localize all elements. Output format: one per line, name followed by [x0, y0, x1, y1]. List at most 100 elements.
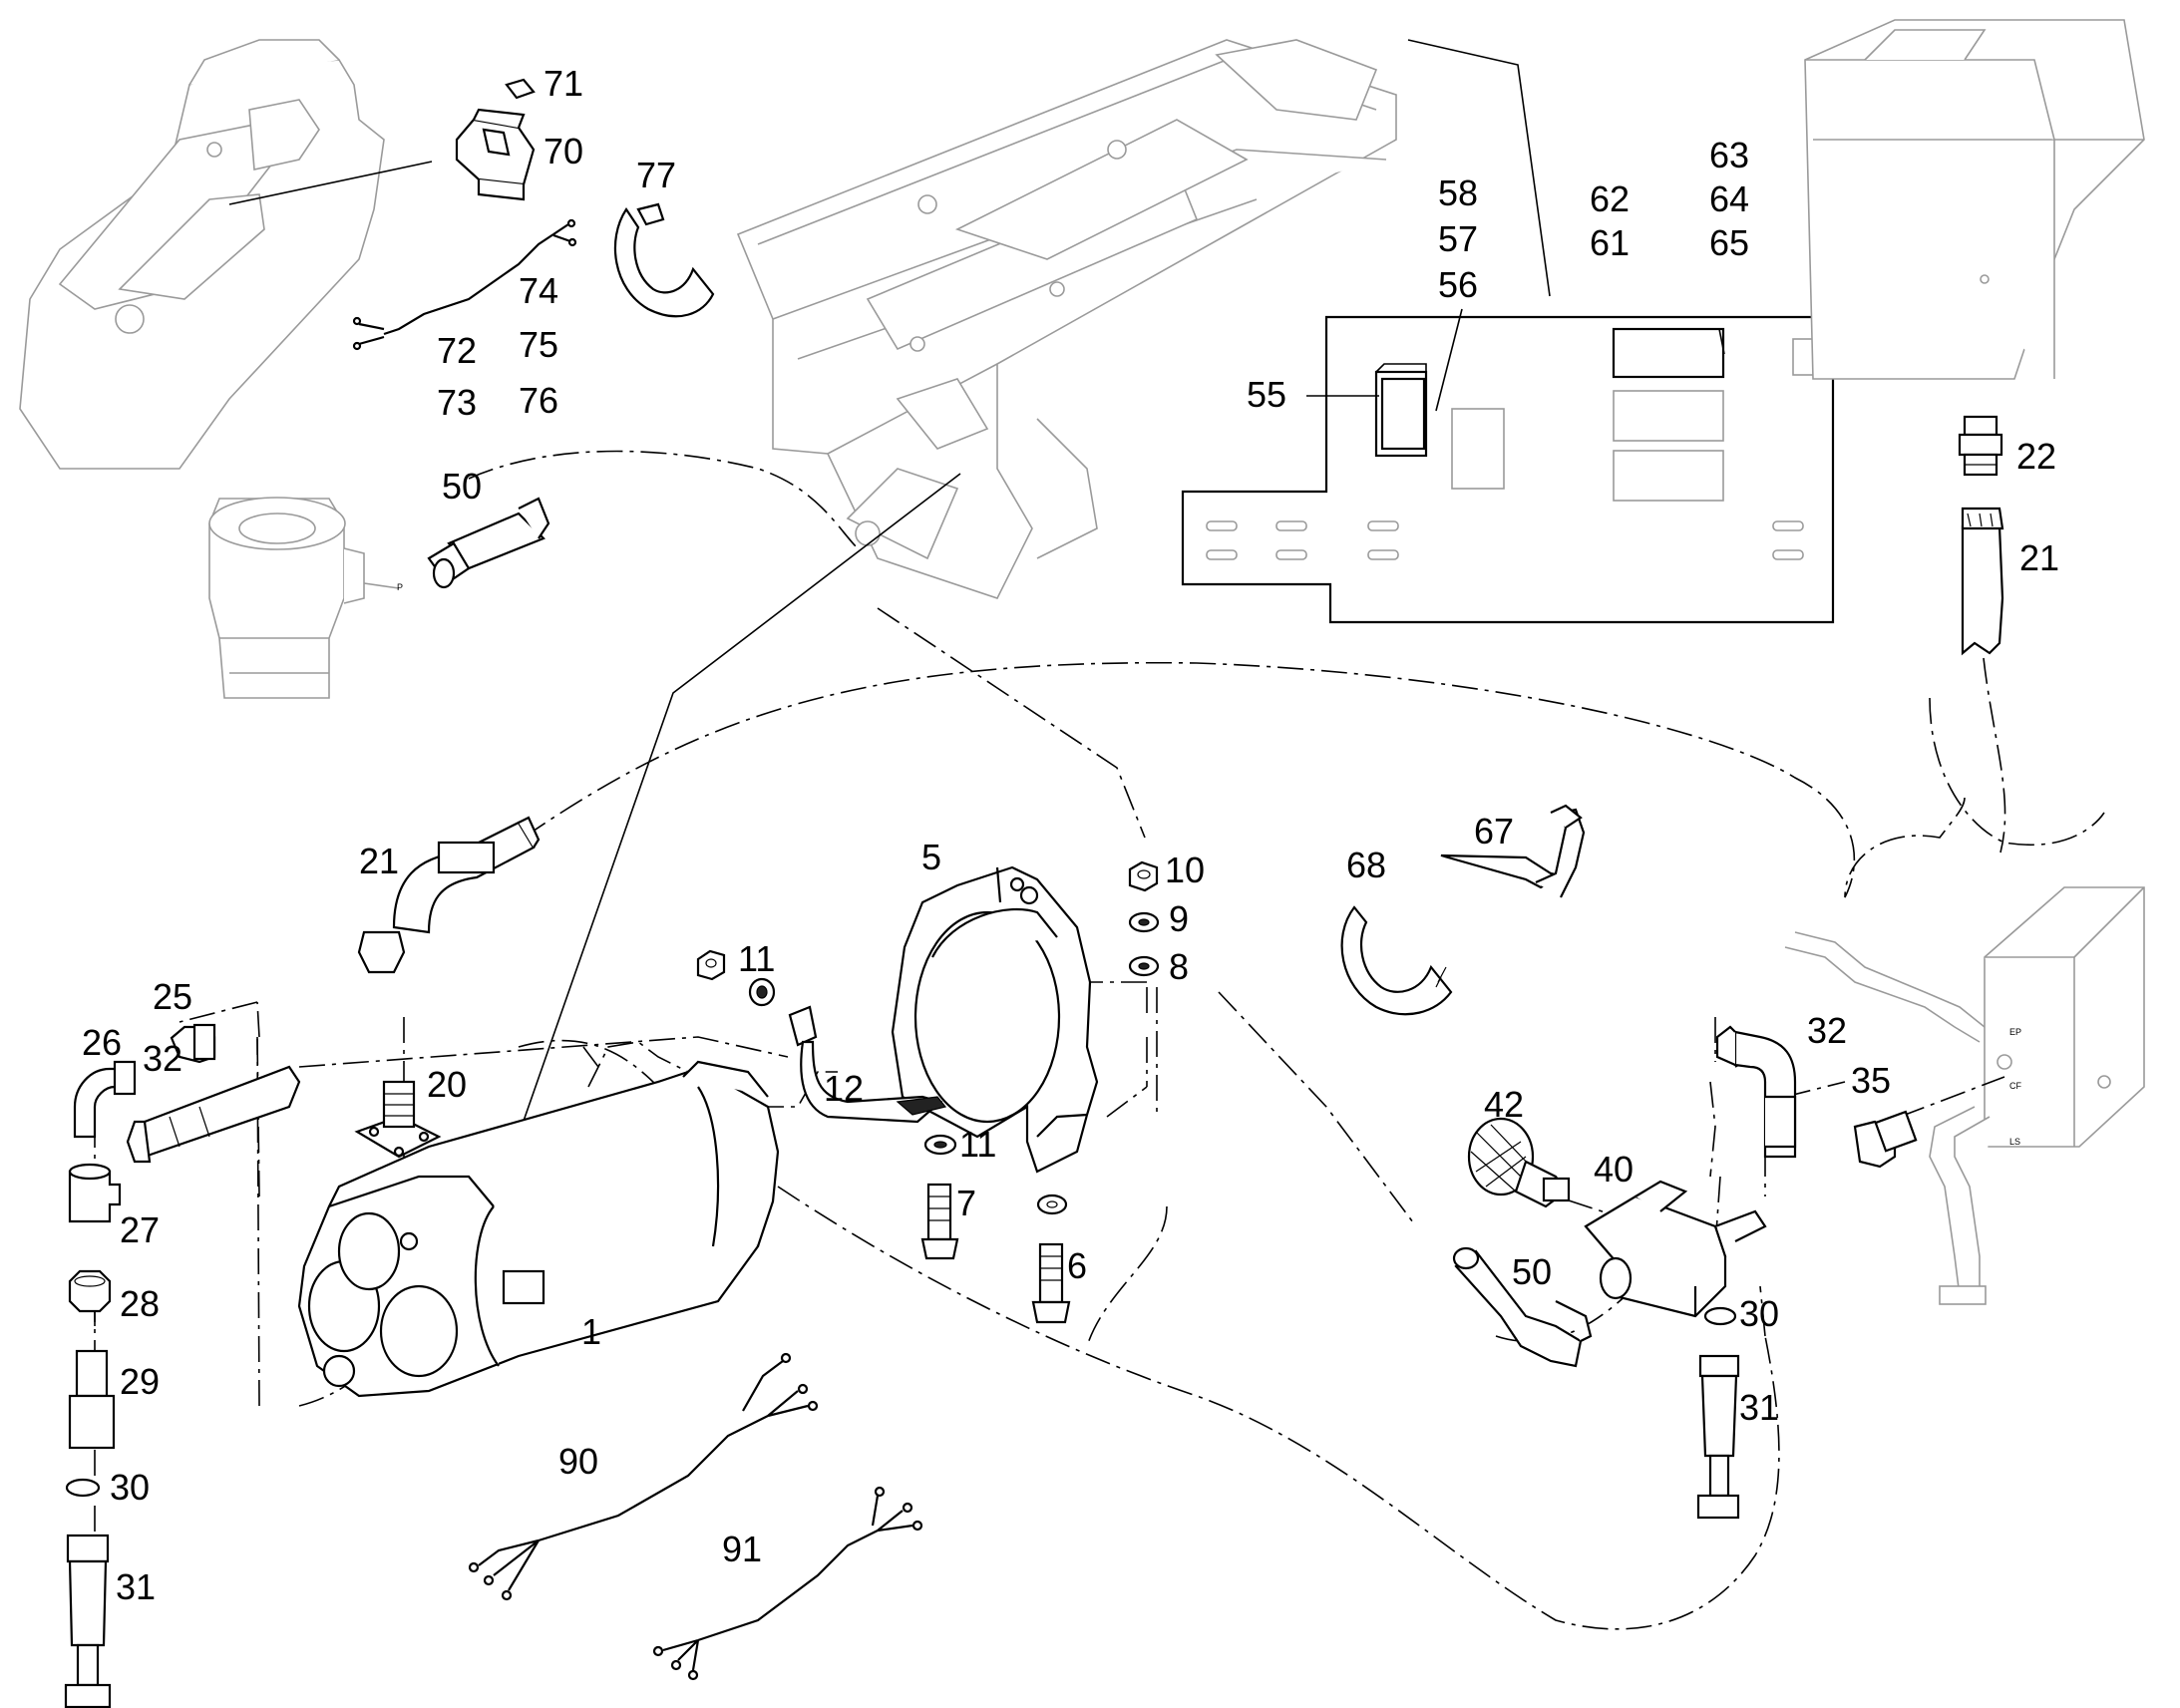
callout-62: 62 [1590, 178, 1630, 219]
part-31-sensor-left [64, 1534, 112, 1708]
callout-76: 76 [519, 380, 558, 421]
part-25-adapter [170, 1023, 216, 1064]
part-67-mounting-clip [1440, 804, 1586, 898]
callout-75: 75 [519, 324, 558, 365]
callout-32-left: 32 [143, 1038, 182, 1079]
callout-20: 20 [427, 1064, 467, 1105]
part-8-washer [1128, 955, 1160, 977]
callout-91: 91 [722, 1529, 762, 1569]
part-11-washer-bottom [923, 1134, 957, 1156]
callout-5: 5 [921, 837, 941, 877]
callout-56: 56 [1438, 264, 1478, 305]
callout-77: 77 [636, 155, 676, 195]
part-32-elbow-hose-right [1715, 1025, 1797, 1159]
part-22-adapter [1958, 415, 2003, 477]
callout-32-right: 32 [1807, 1010, 1847, 1051]
part-5-motor-bracket [891, 865, 1099, 1174]
valve-port-cf-label: CF [2009, 1081, 2021, 1091]
callout-8: 8 [1169, 946, 1189, 987]
valve-block-ghost [1784, 886, 2145, 1305]
part-27-tee-fitting [68, 1163, 122, 1223]
callout-30-right: 30 [1739, 1293, 1779, 1334]
callout-21-right: 21 [2019, 537, 2059, 578]
part-6-washer [1036, 1194, 1068, 1215]
callout-40: 40 [1594, 1149, 1634, 1190]
part-30-o-ring-right [1703, 1306, 1737, 1326]
part-91-wiring-harness [652, 1486, 923, 1681]
callout-31-left: 31 [116, 1566, 156, 1607]
callout-labels: 1 5 6 7 8 9 10 11 11 12 20 21 21 22 25 2… [82, 63, 2059, 1607]
callout-63: 63 [1709, 135, 1749, 175]
callout-50-right: 50 [1512, 1251, 1552, 1292]
part-90-wiring-harness [468, 1352, 819, 1601]
part-29-sleeve [68, 1349, 116, 1450]
callout-35: 35 [1851, 1060, 1891, 1101]
part-30-o-ring-left [65, 1478, 101, 1498]
callout-25: 25 [153, 976, 192, 1017]
part-26-elbow [73, 1060, 137, 1139]
callout-58: 58 [1438, 172, 1478, 213]
callout-6: 6 [1067, 1245, 1087, 1286]
part-10-nut [1128, 860, 1159, 892]
callout-1: 1 [581, 1311, 601, 1352]
callout-27: 27 [120, 1209, 160, 1250]
callout-30-left: 30 [110, 1467, 150, 1508]
callout-90: 90 [558, 1441, 598, 1482]
callout-31-right: 31 [1739, 1387, 1779, 1428]
part-11-washer-top [748, 977, 776, 1007]
tank-box-ghost [1804, 19, 2145, 380]
callout-70: 70 [544, 131, 583, 171]
callout-71: 71 [544, 63, 583, 104]
callout-28: 28 [120, 1283, 160, 1324]
part-21-straight-hose [1961, 507, 2004, 656]
part-72-switch-harness [352, 218, 577, 351]
callout-11-top: 11 [738, 938, 775, 979]
callout-68: 68 [1346, 845, 1386, 885]
pump-port-p-label: P [397, 582, 403, 592]
callout-61: 61 [1590, 222, 1630, 263]
chassis-frame-ghost [736, 39, 1397, 599]
callout-50-top: 50 [442, 466, 482, 507]
callout-42: 42 [1484, 1084, 1524, 1125]
part-71-switch-lens [505, 78, 536, 100]
callout-7: 7 [956, 1183, 976, 1223]
callout-11-bottom: 11 [959, 1124, 996, 1165]
part-40-tee-valve [1584, 1180, 1767, 1318]
callout-55: 55 [1247, 374, 1286, 415]
callout-26: 26 [82, 1022, 122, 1063]
part-11-nut [696, 949, 726, 981]
part-77-cable-tie [613, 202, 715, 318]
part-50-elbow-hose-right [1452, 1246, 1593, 1368]
part-1-electric-pump-motor [297, 1060, 780, 1398]
callout-22: 22 [2016, 436, 2056, 477]
electrical-panel-ghost [1181, 315, 1835, 624]
part-70-rocker-switch [455, 108, 536, 201]
part-32-hose-left [126, 1065, 301, 1164]
part-12-ground-strap [788, 1005, 947, 1124]
steering-pump-ghost [208, 497, 400, 699]
callout-73: 73 [437, 382, 477, 423]
callout-21-left: 21 [359, 841, 399, 881]
callout-72: 72 [437, 330, 477, 371]
part-50-hose-top [427, 497, 550, 589]
part-6-bolt [1031, 1242, 1071, 1324]
callout-65: 65 [1709, 222, 1749, 263]
part-21-elbow-hose [357, 816, 541, 974]
callout-12: 12 [824, 1068, 864, 1109]
part-7-bolt [920, 1183, 959, 1260]
callout-10: 10 [1165, 850, 1205, 890]
part-68-cable-tie [1340, 905, 1453, 1016]
part-9-washer [1128, 911, 1160, 933]
part-20-flange-fitting [354, 1080, 442, 1159]
callout-67: 67 [1474, 811, 1514, 852]
part-42-quick-coupler [1467, 1117, 1571, 1208]
part-28-nut [68, 1269, 112, 1313]
callout-9: 9 [1169, 898, 1189, 939]
valve-port-ep-label: EP [2009, 1027, 2021, 1037]
part-31-sensor-right [1696, 1354, 1740, 1520]
callout-64: 64 [1709, 178, 1749, 219]
port-labels: P EP CF LS [397, 582, 2021, 1147]
cab-console-ghost [19, 39, 385, 470]
callout-29: 29 [120, 1361, 160, 1402]
